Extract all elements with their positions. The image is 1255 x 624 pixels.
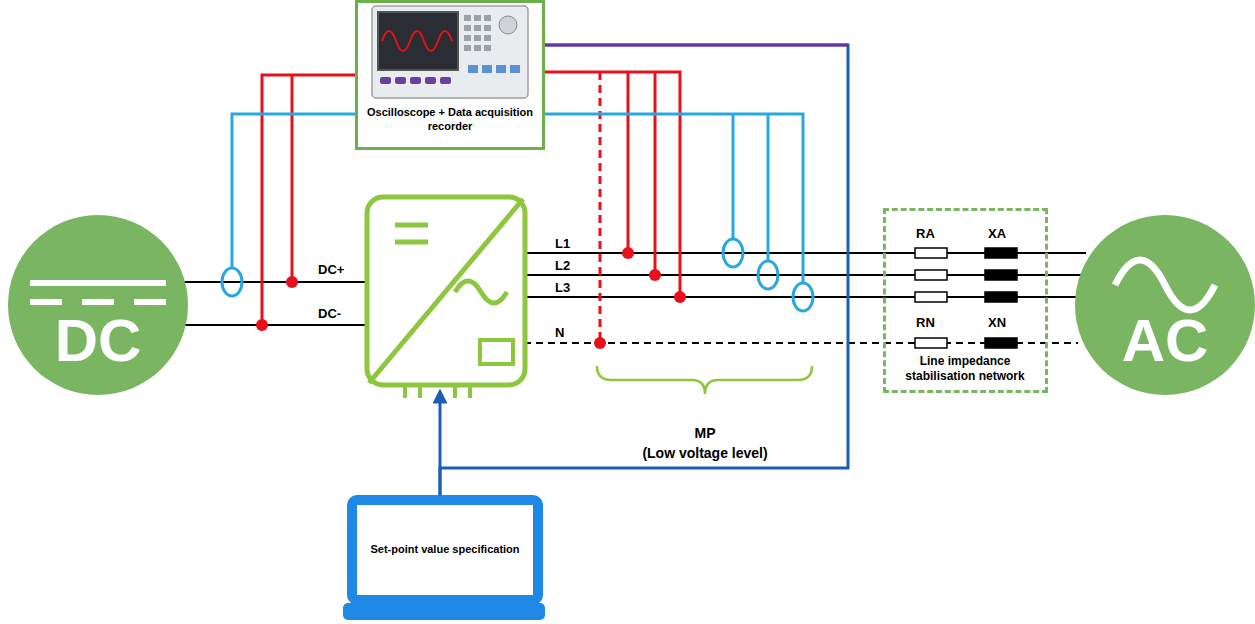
component-label: RA xyxy=(916,226,935,241)
terminal-label: DC+ xyxy=(318,262,344,277)
trigger-line xyxy=(545,44,848,47)
terminal-label: N xyxy=(555,325,564,340)
dc-source-circle: DC xyxy=(8,215,188,395)
measuring-point-label: (Low voltage level) xyxy=(642,445,767,461)
component-label: RN xyxy=(916,315,935,330)
oscilloscope-box: Oscilloscope + Data acquisition recorder xyxy=(355,0,545,150)
measuring-point-label: MP xyxy=(695,425,716,441)
node-label: Line impedance stabilisation network xyxy=(890,354,1040,384)
laptop-screen: Set-point value specification xyxy=(347,495,543,605)
lisn-box: Line impedance stabilisation network xyxy=(883,208,1048,393)
component-label: XA xyxy=(988,226,1006,241)
node-label: Oscilloscope + Data acquisition recorder xyxy=(365,106,535,134)
terminal-label: L3 xyxy=(555,280,570,295)
node-label: AC xyxy=(1075,303,1255,378)
terminal-label: DC- xyxy=(318,306,341,321)
node-label: DC xyxy=(8,303,188,378)
ac-grid-circle: AC xyxy=(1075,215,1255,395)
terminal-label: L2 xyxy=(555,258,570,273)
node-label: Set-point value specification xyxy=(370,543,520,557)
component-label: XN xyxy=(988,315,1006,330)
terminal-label: L1 xyxy=(555,236,570,251)
